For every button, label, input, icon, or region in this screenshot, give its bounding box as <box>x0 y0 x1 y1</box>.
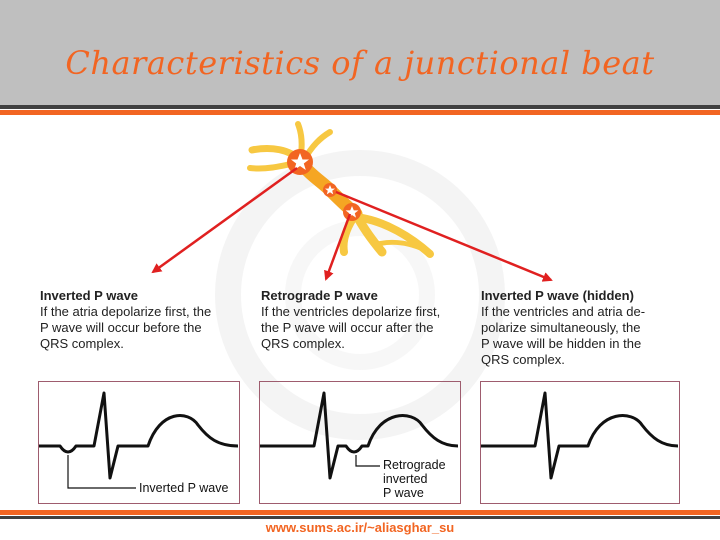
footer-url[interactable]: www.sums.ac.ir/~aliasghar_su <box>265 520 455 535</box>
column-hidden-p: Inverted P wave (hidden) If the ventricl… <box>481 288 691 368</box>
ecg-trace-hidden-p <box>481 391 679 480</box>
ecg-trace-retrograde-p <box>260 391 459 480</box>
column-text-line: the P wave will occur after the <box>261 320 434 335</box>
ecg-panel-inverted-p <box>38 381 240 504</box>
column-heading: Inverted P wave (hidden) <box>481 288 634 303</box>
annotation-retrograde-line-1: Retrograde <box>383 458 446 472</box>
conduction-system-illustration <box>247 121 434 258</box>
annotation-inverted-p-label: Inverted P wave <box>139 481 229 495</box>
column-text-line: polarize simultaneously, the <box>481 320 641 335</box>
footer-divider-orange <box>0 510 720 515</box>
footer-divider-dark <box>0 516 720 519</box>
column-text-line: QRS complex. <box>40 336 124 351</box>
header-divider-orange <box>0 110 720 115</box>
header-divider-dark <box>0 105 720 109</box>
column-text-line: QRS complex. <box>481 352 565 367</box>
av-node-star-icon <box>325 185 335 195</box>
column-text-line: QRS complex. <box>261 336 345 351</box>
sa-node-star-icon <box>291 153 309 170</box>
arrow-to-inverted-p <box>151 166 298 274</box>
arrow-to-retrograde-p <box>324 213 352 281</box>
column-text-line: If the atria depolarize first, the <box>40 304 212 319</box>
ecg-panel-hidden-p <box>480 381 680 504</box>
column-text-line: P wave will be hidden in the <box>481 336 642 351</box>
annotation-retrograde-line-2: inverted <box>383 472 428 486</box>
ecg-panel-retrograde-p <box>259 381 461 504</box>
annotation-retrograde-line-3: P wave <box>383 486 424 500</box>
column-heading: Inverted P wave <box>40 288 139 303</box>
column-heading: Retrograde P wave <box>261 288 378 303</box>
arrow-to-hidden-p <box>335 190 553 282</box>
column-text-line: P wave will occur before the <box>40 320 202 335</box>
column-text-line: If the ventricles and atria de- <box>481 304 646 319</box>
column-retrograde-p: Retrograde P wave If the ventricles depo… <box>261 288 471 352</box>
header-band <box>0 0 720 105</box>
column-inverted-p: Inverted P wave If the atria depolarize … <box>40 288 250 352</box>
column-text-line: If the ventricles depolarize first, <box>261 304 441 319</box>
ecg-trace-inverted-p <box>39 391 239 489</box>
slide-title: Characteristics of a junctional beat <box>65 44 655 82</box>
